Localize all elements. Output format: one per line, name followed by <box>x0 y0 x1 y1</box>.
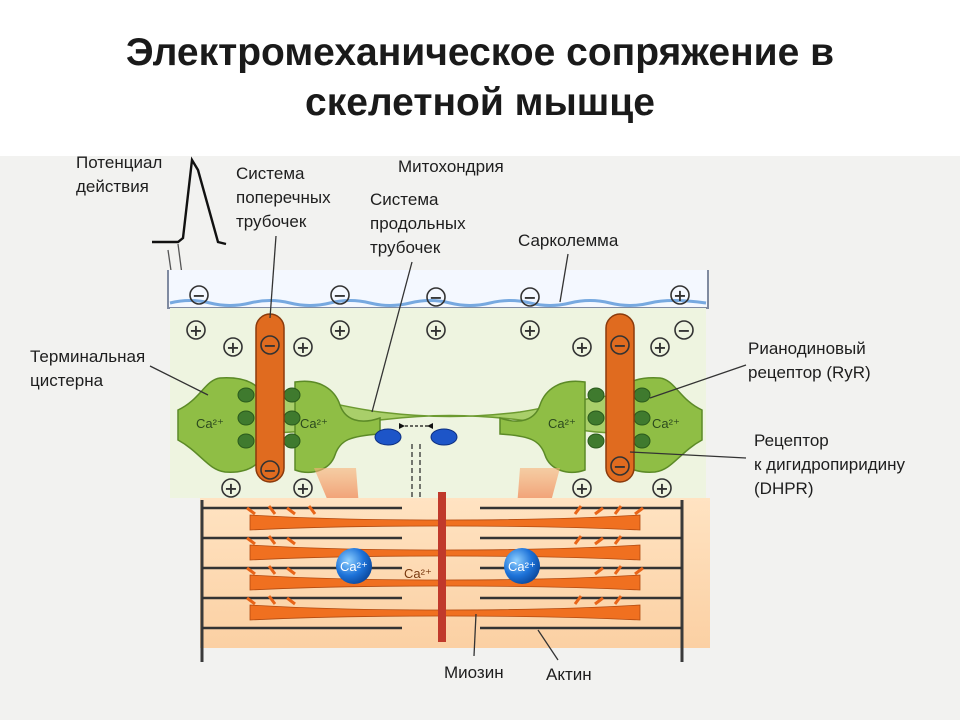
slide-title-line-1: Электромеханическое сопряжение в <box>125 31 835 74</box>
terminal-cistern-label: цистерна <box>30 371 104 390</box>
motor-proteins <box>374 423 458 446</box>
myosin-heads <box>246 505 644 606</box>
t-tubule-label: Система <box>236 164 305 183</box>
sarcolemma-membrane <box>169 299 707 307</box>
plus-sign: + <box>226 338 239 357</box>
terminal-cistern-label: Терминальная <box>30 347 145 366</box>
negative-charges <box>189 285 694 480</box>
ca-ion-label: Ca²⁺ <box>548 416 576 431</box>
ca-ion-label: Ca²⁺ <box>340 559 368 574</box>
minus-sign: − <box>677 321 690 340</box>
plus-sign: + <box>575 338 588 357</box>
plus-sign: + <box>673 286 686 305</box>
plus-sign: + <box>296 479 309 498</box>
mitochondria-label: Митохондрия <box>398 157 504 176</box>
plus-sign: + <box>653 338 666 357</box>
ryr-label: рецептор (RyR) <box>748 363 871 382</box>
sr-label: продольных <box>370 214 466 233</box>
minus-sign: − <box>333 286 346 305</box>
z-discs <box>200 500 684 662</box>
ca-ion-label: Ca²⁺ <box>196 416 224 431</box>
sr-label: трубочек <box>370 238 441 257</box>
minus-glyphs: − − − − − − − − − <box>192 286 690 480</box>
ca-ion-label: Ca²⁺ <box>652 416 680 431</box>
sr-label: Система <box>370 190 439 209</box>
plus-sign: + <box>333 321 346 340</box>
ca-ion-label: Ca²⁺ <box>508 559 536 574</box>
slide-title: Электромеханическое сопряжение в скелетн… <box>0 0 960 156</box>
action-potential-label: действия <box>76 177 149 196</box>
dhpr-label: Рецептор <box>754 431 829 450</box>
action-potential-label: Потенциал <box>76 153 162 172</box>
minus-sign: − <box>263 461 276 480</box>
plus-sign: + <box>655 479 668 498</box>
calcium-ion-right <box>504 548 540 584</box>
plus-sign: + <box>189 321 202 340</box>
t-tubule-label: трубочек <box>236 212 307 231</box>
action-potential-trace <box>152 156 227 246</box>
minus-sign: − <box>613 457 626 476</box>
plus-glyphs: + + + + + + + + + + + + + <box>189 286 686 498</box>
positive-charges <box>186 285 690 498</box>
ca-ion-label: Ca²⁺ <box>300 416 328 431</box>
plus-sign: + <box>429 321 442 340</box>
m-line <box>438 492 446 642</box>
slide-title-line-2: скелетной мышце <box>305 81 655 124</box>
plus-sign: + <box>224 479 237 498</box>
ca-ion-label: Ca²⁺ <box>404 566 432 581</box>
ryr-label: Рианодиновый <box>748 339 866 358</box>
actin-label: Актин <box>546 665 592 684</box>
plus-sign: + <box>575 479 588 498</box>
dhpr-label: (DHPR) <box>754 479 814 498</box>
sarcolemma-label: Сарколемма <box>518 231 619 250</box>
t-tubule-right <box>605 313 635 483</box>
dhpr-label: к дигидропиридину <box>754 455 906 474</box>
plus-sign: + <box>523 321 536 340</box>
t-tubule-label: поперечных <box>236 188 331 207</box>
minus-sign: − <box>613 336 626 355</box>
terminal-cistern-right-inner <box>499 380 586 474</box>
ryanodine-receptors <box>237 387 651 449</box>
minus-sign: − <box>192 286 205 305</box>
calcium-ion-left <box>336 548 372 584</box>
leader-lines <box>149 235 747 661</box>
minus-sign: − <box>523 288 536 307</box>
myosin-label: Миозин <box>444 663 504 682</box>
plus-sign: + <box>296 338 309 357</box>
minus-sign: − <box>429 288 442 307</box>
minus-sign: − <box>263 336 276 355</box>
